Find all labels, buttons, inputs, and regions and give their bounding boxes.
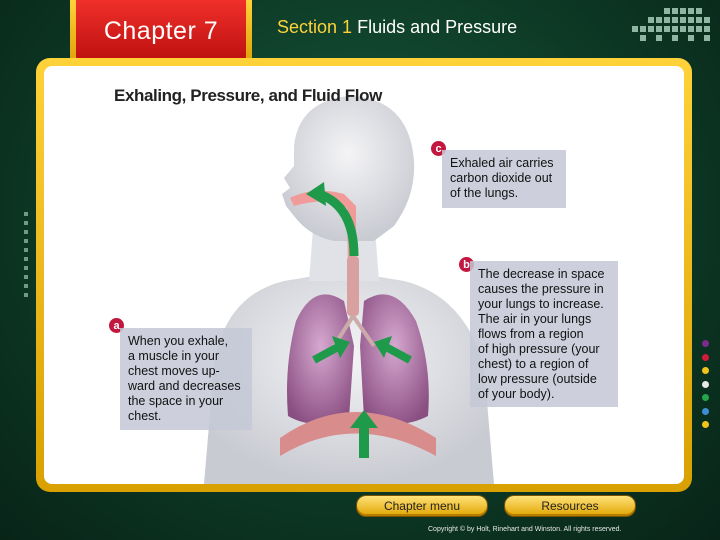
chapter-tab: Chapter 7 xyxy=(70,0,252,72)
callout-line: When you exhale, xyxy=(128,334,229,348)
right-lung-arrow xyxy=(374,336,412,364)
trachea xyxy=(347,256,359,316)
resources-button[interactable]: Resources xyxy=(505,496,635,516)
callout-line: The decrease in space xyxy=(478,267,605,281)
callout-b: The decrease in space causes the pressur… xyxy=(470,261,618,407)
head xyxy=(282,96,415,241)
callout-line: of high pressure (your xyxy=(478,342,600,356)
callout-c: Exhaled air carries carbon dioxide out o… xyxy=(442,150,566,208)
callout-a: When you exhale, a muscle in your chest … xyxy=(120,328,252,430)
callout-line: ward and decreases xyxy=(128,379,241,393)
section-name: Fluids and Pressure xyxy=(357,17,518,37)
side-dot xyxy=(702,421,709,428)
diaphragm-arrow xyxy=(350,410,378,458)
callout-line: flows from a region xyxy=(478,327,584,341)
respiratory-illustration xyxy=(204,96,494,484)
callout-line: a muscle in your xyxy=(128,349,220,363)
grid-decoration xyxy=(632,8,710,41)
callout-line: chest moves up- xyxy=(128,364,220,378)
chapter-menu-button[interactable]: Chapter menu xyxy=(357,496,487,516)
callout-line: carbon dioxide out xyxy=(450,171,553,185)
callout-line: the space in your xyxy=(128,394,224,408)
left-lung-arrow xyxy=(312,336,350,364)
side-dot xyxy=(702,340,709,347)
callout-line: of your body). xyxy=(478,387,555,401)
copyright-notice: Copyright © by Holt, Rinehart and Winsto… xyxy=(428,526,622,533)
side-dot xyxy=(702,394,709,401)
callout-line: your lungs to increase. xyxy=(478,297,604,311)
right-lung xyxy=(360,294,429,425)
exhale-arrow-head xyxy=(306,182,326,206)
callout-line: of the lungs. xyxy=(450,186,519,200)
side-dot xyxy=(702,407,709,415)
figure-title: Exhaling, Pressure, and Fluid Flow xyxy=(114,86,382,105)
callout-line: chest) to a region of xyxy=(478,357,589,371)
callout-line: causes the pressure in xyxy=(478,282,604,296)
chapter-label: Chapter 7 xyxy=(103,16,219,45)
callout-line: low pressure (outside xyxy=(478,372,597,386)
side-dot xyxy=(702,380,709,388)
diaphragm xyxy=(280,412,436,456)
section-title: Section 1 Fluids and Pressure xyxy=(277,17,517,38)
section-number: Section 1 xyxy=(277,17,353,37)
left-dot-pattern xyxy=(24,212,34,302)
side-dots xyxy=(698,340,714,435)
exhale-arrow xyxy=(317,189,359,257)
side-dot xyxy=(702,353,709,361)
callout-line: Exhaled air carries xyxy=(450,156,554,170)
side-dot xyxy=(702,367,709,374)
callout-line: chest. xyxy=(128,409,162,423)
callout-line: The air in your lungs xyxy=(478,312,592,326)
